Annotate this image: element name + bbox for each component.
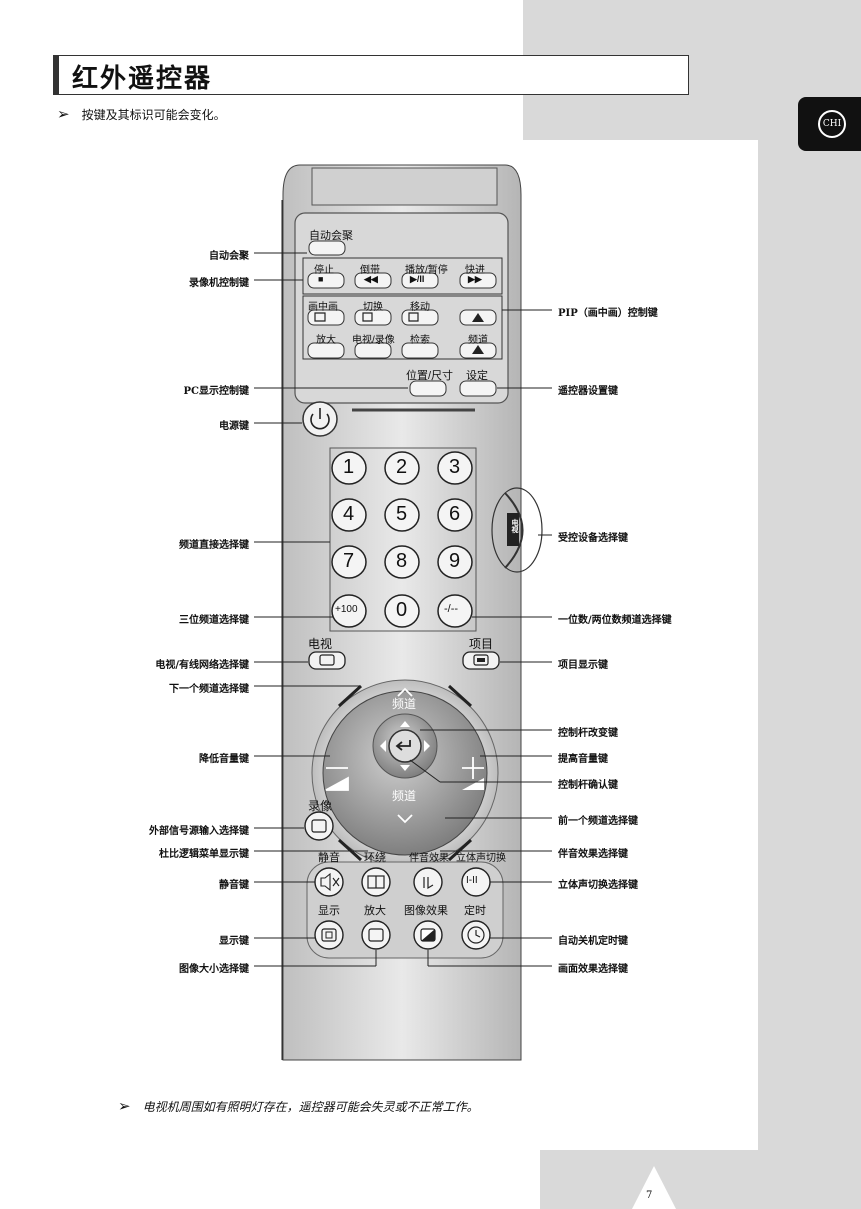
gray-side-band: [758, 0, 861, 1209]
callout-volume-down: 降低音量键: [199, 754, 249, 765]
digit-1-button[interactable]: 1: [343, 456, 355, 478]
callout-display: 显示键: [219, 936, 249, 947]
tv-text: 电视: [308, 637, 333, 651]
setup-text: 设定: [466, 370, 488, 382]
callout-sleep-timer: 自动关机定时键: [558, 936, 628, 947]
note-top: ➢ 按键及其标识可能会变化。: [57, 105, 226, 123]
callout-remote-setup: 遥控器设置键: [558, 386, 618, 397]
arrow-icon: ➢: [118, 1097, 131, 1115]
digit-9-button[interactable]: 9: [449, 550, 461, 572]
callout-vcr-control: 录像机控制键: [189, 278, 249, 289]
digit-0-button[interactable]: 0: [396, 599, 408, 621]
play-pause-icon[interactable]: ▶/II: [410, 274, 425, 284]
swap-text: 切换: [363, 302, 383, 313]
sound-effect-text: 伴音效果: [409, 853, 449, 864]
callout-one-two-digit: 一位数/两位数频道选择键: [558, 615, 672, 626]
stereo-button[interactable]: I-II: [466, 875, 478, 886]
callout-stereo: 立体声切换选择键: [558, 880, 638, 891]
zoom-text: 放大: [316, 335, 336, 346]
timer-text: 定时: [464, 905, 486, 917]
note-top-text: 按键及其标识可能会变化。: [81, 108, 226, 122]
pip-channel-text: 频道: [468, 335, 488, 346]
display-text: 显示: [318, 905, 340, 917]
plus100-button[interactable]: +100: [335, 604, 358, 615]
move-text: 移动: [410, 302, 430, 313]
callout-joystick-change: 控制杆改变键: [558, 728, 618, 739]
digit-7-button[interactable]: 7: [343, 550, 355, 572]
callout-prev-channel: 前一个频道选择键: [558, 816, 638, 827]
dash-button[interactable]: -/--: [444, 603, 459, 615]
callout-pc-display: PC显示控制键: [183, 386, 249, 397]
callout-picture-effect: 画面效果选择键: [558, 964, 628, 975]
side-switch-text: 电视: [511, 519, 518, 533]
callout-direct-channel: 频道直接选择键: [179, 540, 249, 551]
callout-joystick-confirm: 控制杆确认键: [558, 780, 618, 791]
vcr-rew-text: 倒带: [360, 265, 380, 276]
picture-effect-text: 图像效果: [404, 905, 448, 917]
stereo-text: 立体声切换: [456, 853, 506, 864]
digit-4-button[interactable]: 4: [343, 503, 355, 525]
tv-vcr-text: 电视/录像: [352, 335, 395, 346]
digit-8-button[interactable]: 8: [396, 550, 408, 572]
callout-volume-up: 提高音量键: [558, 754, 608, 765]
callout-menu-display: 项目显示键: [558, 660, 608, 671]
digit-5-button[interactable]: 5: [396, 503, 408, 525]
search-text: 检索: [410, 335, 430, 346]
pos-size-text: 位置/尺寸: [406, 370, 454, 382]
page-number: 7: [646, 1190, 653, 1201]
callout-source-input: 外部信号源输入选择键: [149, 826, 249, 837]
surround-text: 环绕: [364, 852, 386, 864]
note-bottom: ➢ 电视机周围如有照明灯存在，遥控器可能会失灵或不正常工作。: [118, 1097, 479, 1115]
channel-down-text: 频道: [392, 789, 417, 803]
menu-text: 项目: [469, 637, 494, 651]
callout-mute: 静音键: [219, 880, 249, 891]
zoom2-text: 放大: [364, 905, 386, 917]
fast-forward-icon[interactable]: ▶▶: [468, 274, 482, 284]
rewind-icon[interactable]: ◀◀: [364, 274, 378, 284]
callout-pip-control: PIP（画中画）控制键: [558, 308, 658, 319]
channel-up-text: 频道: [392, 697, 417, 711]
arrow-icon: ➢: [57, 105, 70, 123]
pip-text: 画中画: [308, 302, 338, 313]
callout-dolby-menu: 杜比逻辑菜单显示键: [159, 849, 249, 860]
digit-2-button[interactable]: 2: [396, 456, 408, 478]
callout-three-digit: 三位频道选择键: [179, 615, 249, 626]
record-text: 录像: [308, 799, 333, 813]
note-bottom-text: 电视机周围如有照明灯存在，遥控器可能会失灵或不正常工作。: [142, 1100, 479, 1114]
vcr-stop-text: 停止: [314, 265, 334, 276]
vcr-play-text: 播放/暂停: [405, 265, 448, 276]
vcr-ff-text: 快进: [465, 265, 485, 276]
language-badge: CHI: [818, 110, 846, 138]
callout-sound-effect: 伴音效果选择键: [558, 849, 628, 860]
callout-next-channel: 下一个频道选择键: [169, 684, 249, 695]
mute-text: 静音: [318, 852, 340, 864]
stop-icon[interactable]: ■: [318, 274, 324, 284]
title-box: [53, 55, 689, 95]
auto-converge-text: 自动会聚: [309, 230, 353, 242]
callout-device-select: 受控设备选择键: [558, 533, 628, 544]
title-accent-bar: [53, 55, 59, 95]
page-title: 红外遥控器: [72, 64, 213, 94]
callout-tv-cable: 电视/有线网络选择键: [155, 660, 249, 671]
digit-6-button[interactable]: 6: [449, 503, 461, 525]
callout-picture-size: 图像大小选择键: [179, 964, 249, 975]
digit-3-button[interactable]: 3: [449, 456, 461, 478]
callout-power: 电源键: [219, 421, 249, 432]
callout-auto-converge: 自动会聚: [209, 251, 249, 262]
